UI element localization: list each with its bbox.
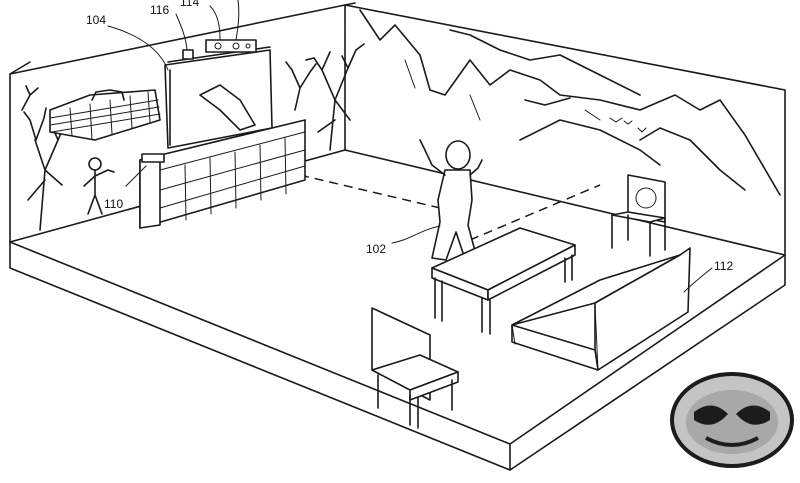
monkey-logo	[670, 372, 794, 468]
label-104: 104	[86, 13, 106, 27]
chair-front	[371, 307, 459, 429]
label-114: 114	[180, 0, 199, 9]
sofa	[511, 247, 691, 371]
birds	[609, 117, 647, 133]
room-box	[9, 2, 786, 471]
coffee-table	[431, 227, 576, 335]
label-112: 112	[714, 259, 733, 273]
chair-back	[611, 174, 666, 257]
label-102: 102	[366, 242, 386, 256]
tv-console	[139, 119, 306, 229]
user-figure	[419, 139, 483, 263]
brick-wall-scene	[49, 84, 256, 141]
label-116: 116	[150, 3, 169, 17]
tree-center	[305, 43, 365, 151]
label-110: 110	[104, 197, 123, 211]
avatar-figure	[83, 157, 115, 215]
tree-small	[285, 61, 317, 111]
reference-labels: 104 116 114 110 102 112	[86, 0, 733, 293]
mountains	[359, 9, 781, 196]
